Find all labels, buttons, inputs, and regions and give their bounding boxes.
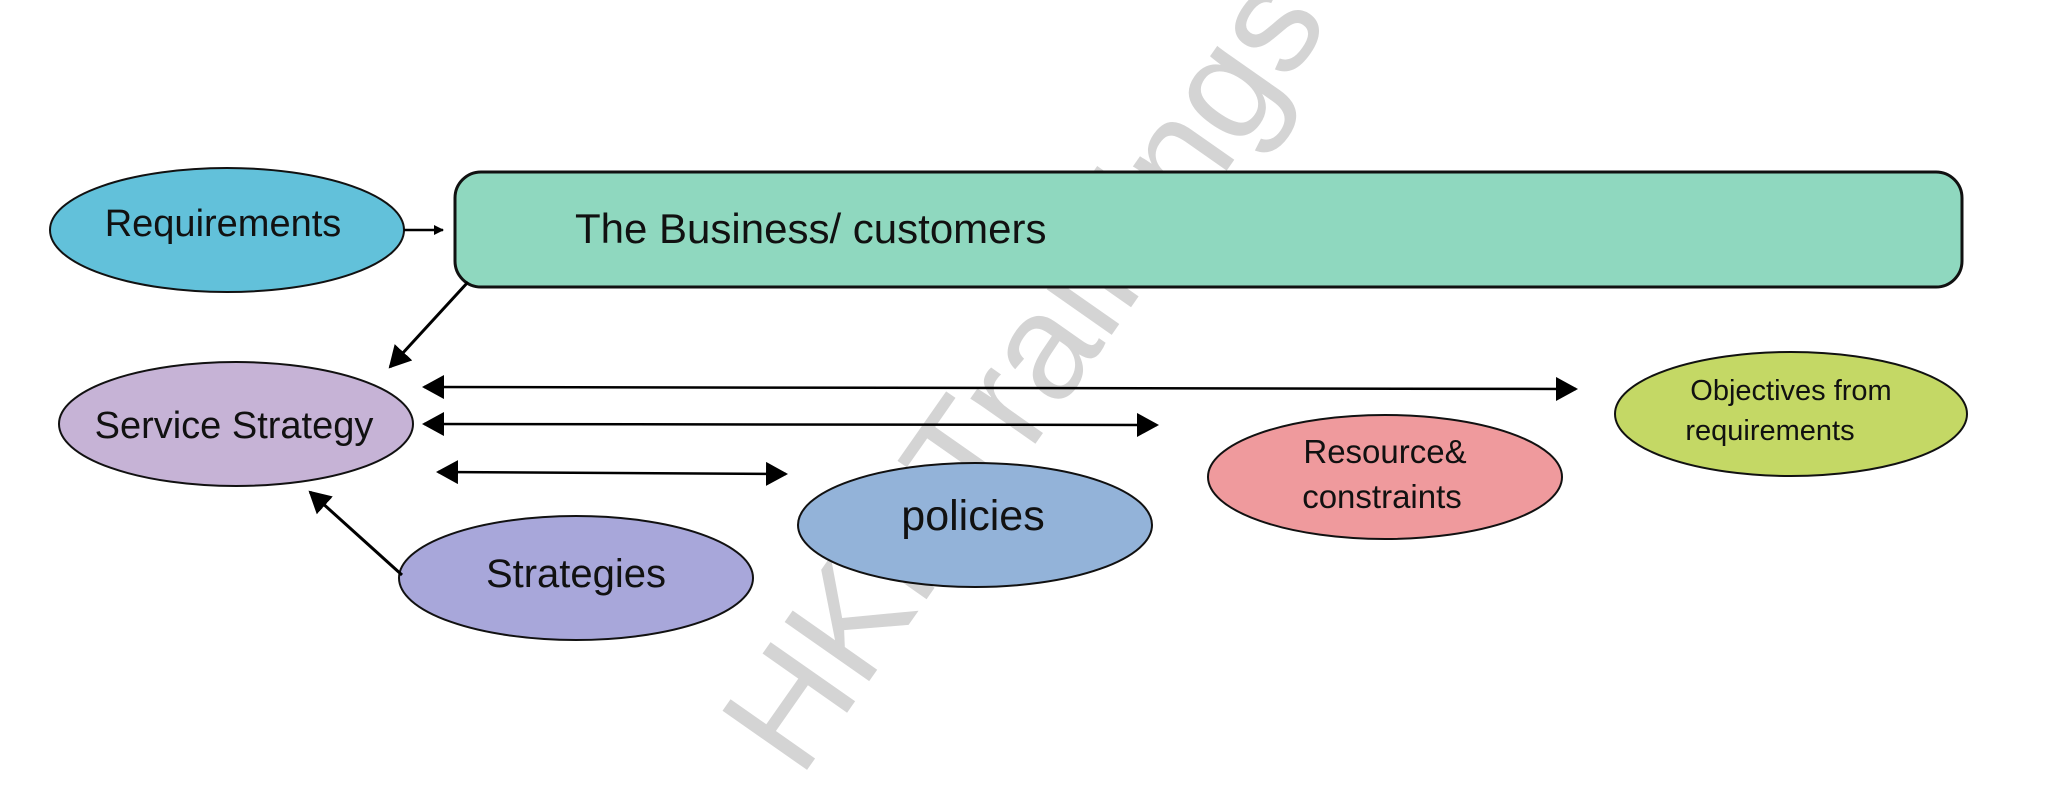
requirements-label: Requirements (105, 203, 342, 245)
service-strategy-label: Service Strategy (95, 405, 374, 447)
business-customers-box: The Business/ customers (453, 170, 1964, 289)
arrow-strategies-to-service-strategy (308, 490, 404, 577)
requirements-node: Requirements (49, 167, 405, 293)
arrow-service-strategy-objectives (422, 375, 1578, 401)
service-strategy-node: Service Strategy (58, 361, 414, 487)
objectives-node: Objectives from requirements (1614, 351, 1968, 477)
policies-node: policies (797, 462, 1153, 588)
resource-label-line2: constraints (1302, 478, 1462, 515)
objectives-label-line1: Objectives from (1690, 375, 1891, 407)
strategies-label: Strategies (486, 552, 666, 596)
watermark-text: HKRTrainings (689, 0, 1357, 794)
resource-label-line1: Resource& (1303, 433, 1466, 470)
policies-label: policies (901, 492, 1044, 540)
arrow-business-to-service-strategy (388, 280, 470, 369)
arrow-service-strategy-policies (436, 460, 788, 486)
business-customers-label: The Business/ customers (575, 205, 1047, 252)
strategies-node: Strategies (398, 515, 754, 641)
resource-constraints-node: Resource& constraints (1207, 414, 1563, 540)
objectives-label-line2: requirements (1685, 415, 1854, 447)
arrow-service-strategy-resource (422, 412, 1159, 437)
